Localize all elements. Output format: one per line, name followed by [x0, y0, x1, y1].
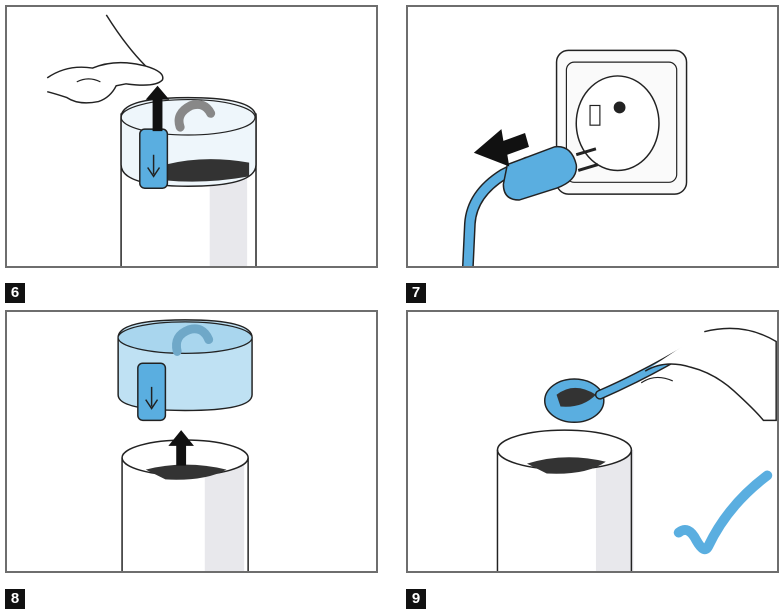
coffee-grounds	[165, 159, 249, 182]
grinder-lid-unlock-illustration	[7, 7, 376, 266]
jar-shade	[596, 450, 633, 571]
illustration-panel-6	[5, 5, 378, 268]
hand-icon	[47, 63, 163, 103]
illustration-panel-7	[406, 5, 779, 268]
unplug-illustration	[408, 7, 777, 266]
step-number-9: 9	[406, 589, 426, 609]
step-number-8: 8	[5, 589, 25, 609]
transparent-lid	[118, 320, 252, 420]
illustration-panel-9	[406, 310, 779, 573]
remove-lid-illustration	[7, 312, 376, 571]
fill-coffee-illustration	[408, 312, 777, 571]
step-number-6: 6	[5, 283, 25, 303]
checkmark-icon	[679, 475, 768, 549]
illustration-panel-8	[5, 310, 378, 573]
step-number-7: 7	[406, 283, 426, 303]
hand-icon	[645, 328, 776, 420]
